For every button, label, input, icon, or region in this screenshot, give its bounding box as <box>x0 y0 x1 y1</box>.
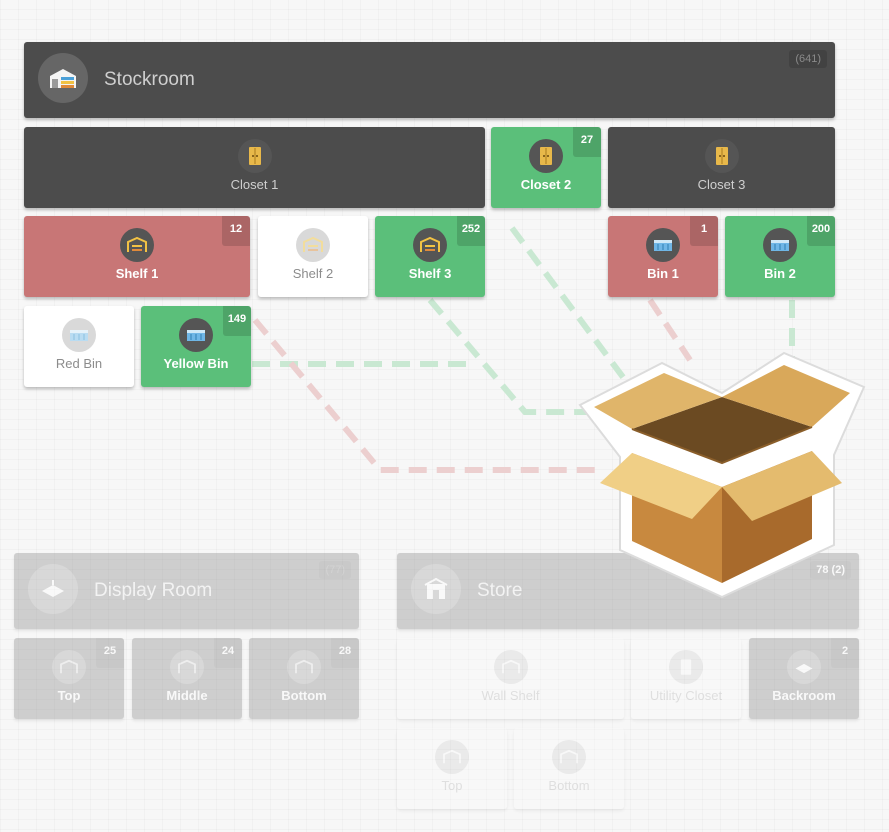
utility-closet-label: Utility Closet <box>649 688 723 703</box>
shelf-1-count-badge: 12 <box>222 216 250 246</box>
shelf-icon <box>435 740 469 774</box>
shelf-icon <box>296 228 330 262</box>
shelf-1-tile[interactable]: 12 Shelf 1 <box>24 216 250 297</box>
display-bottom-count-badge: 28 <box>331 638 359 668</box>
stockroom-count: (641) <box>789 50 827 68</box>
stockroom-header[interactable]: Stockroom (641) <box>24 42 835 118</box>
room-icon <box>787 650 821 684</box>
display-middle-label: Middle <box>166 688 208 703</box>
closet-1-tile[interactable]: Closet 1 <box>24 127 485 208</box>
connector-shelf1-to-box <box>252 318 600 473</box>
shelf-2-label: Shelf 2 <box>292 266 334 281</box>
bin-2-count-badge: 200 <box>807 216 835 246</box>
red-bin-tile[interactable]: Red Bin <box>24 306 134 387</box>
utility-closet-tile[interactable]: Utility Closet <box>631 638 741 719</box>
shelf-icon <box>493 650 528 684</box>
closet-3-tile[interactable]: Closet 3 <box>608 127 835 208</box>
shelf-3-tile[interactable]: 252 Shelf 3 <box>375 216 485 297</box>
bin-icon <box>763 228 797 262</box>
closet-icon <box>669 650 703 684</box>
backroom-count-badge: 2 <box>831 638 859 668</box>
shelf-1-label: Shelf 1 <box>115 266 159 281</box>
display-middle-count-badge: 24 <box>214 638 242 668</box>
shelf-icon <box>52 650 86 684</box>
closet-2-tile[interactable]: 27 Closet 2 <box>491 127 601 208</box>
wall-shelf-label: Wall Shelf <box>481 688 540 703</box>
store-top-tile[interactable]: Top <box>397 728 507 809</box>
shelf-icon <box>552 740 586 774</box>
yellow-bin-tile[interactable]: 149 Yellow Bin <box>141 306 251 387</box>
bin-2-tile[interactable]: 200 Bin 2 <box>725 216 835 297</box>
bin-1-label: Bin 1 <box>647 266 679 281</box>
display-top-count-badge: 25 <box>96 638 124 668</box>
yellow-bin-label: Yellow Bin <box>163 356 229 371</box>
shelf-3-count-badge: 252 <box>457 216 485 246</box>
bin-2-label: Bin 2 <box>764 266 796 281</box>
open-box-icon[interactable] <box>572 345 872 605</box>
closet-1-label: Closet 1 <box>230 177 279 192</box>
store-top-label: Top <box>441 778 463 793</box>
shelf-icon <box>413 228 447 262</box>
bin-icon <box>179 318 213 352</box>
store-icon <box>411 564 461 614</box>
backroom-label: Backroom <box>772 688 836 703</box>
closet-icon <box>704 139 739 173</box>
bin-icon <box>646 228 680 262</box>
closet-2-count-badge: 27 <box>573 127 601 157</box>
display-bottom-tile[interactable]: 28 Bottom <box>249 638 359 719</box>
display-room-header[interactable]: Display Room (77) <box>14 553 359 629</box>
display-room-title: Display Room <box>94 580 213 601</box>
shelf-icon <box>120 228 154 262</box>
stockroom-title: Stockroom <box>104 69 195 90</box>
warehouse-icon <box>38 53 88 103</box>
yellow-bin-count-badge: 149 <box>223 306 251 336</box>
display-bottom-label: Bottom <box>281 688 327 703</box>
closet-icon <box>237 139 272 173</box>
backroom-tile[interactable]: 2 Backroom <box>749 638 859 719</box>
display-room-count: (77) <box>319 561 351 579</box>
shelf-icon <box>170 650 204 684</box>
closet-icon <box>529 139 563 173</box>
shelf-icon <box>287 650 321 684</box>
bin-1-tile[interactable]: 1 Bin 1 <box>608 216 718 297</box>
closet-2-label: Closet 2 <box>520 177 572 192</box>
store-bottom-label: Bottom <box>548 778 590 793</box>
red-bin-label: Red Bin <box>55 356 103 371</box>
bin-icon <box>62 318 96 352</box>
room-icon <box>28 564 78 614</box>
store-bottom-tile[interactable]: Bottom <box>514 728 624 809</box>
bin-1-count-badge: 1 <box>690 216 718 246</box>
store-title: Store <box>477 580 523 601</box>
store-count: 78 (2) <box>810 561 851 579</box>
shelf-3-label: Shelf 3 <box>408 266 452 281</box>
closet-3-label: Closet 3 <box>697 177 746 192</box>
display-top-tile[interactable]: 25 Top <box>14 638 124 719</box>
shelf-2-tile[interactable]: Shelf 2 <box>258 216 368 297</box>
wall-shelf-tile[interactable]: Wall Shelf <box>397 638 624 719</box>
display-middle-tile[interactable]: 24 Middle <box>132 638 242 719</box>
display-top-label: Top <box>57 688 81 703</box>
